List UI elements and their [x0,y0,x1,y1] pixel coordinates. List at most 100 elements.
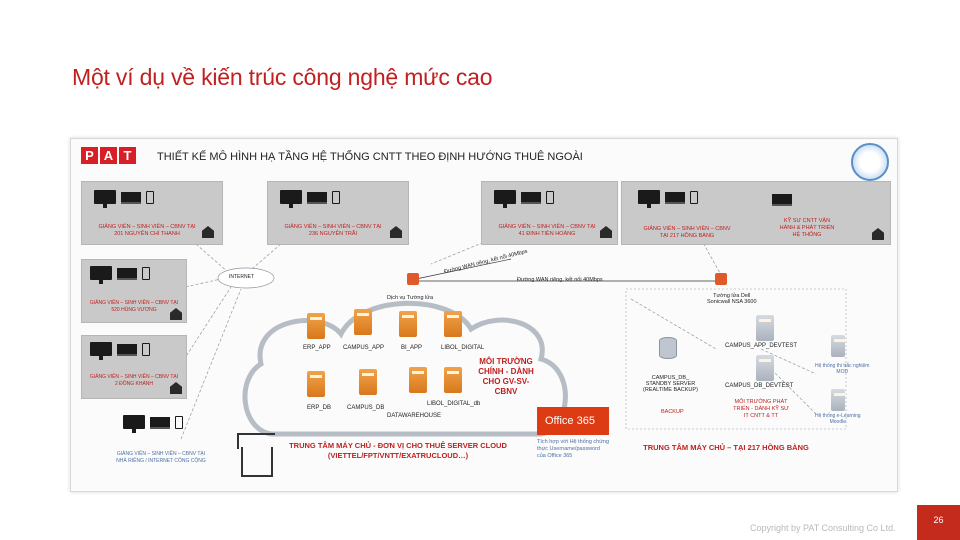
server-icon [444,311,462,337]
server-icon [831,335,846,357]
site-label: GIẢNG VIÊN – SINH VIÊN – CBNV TẠI NHÀ RI… [116,451,206,464]
building-icon [202,226,214,238]
site-panel-dinh-tien-hoang: GIẢNG VIÊN – SINH VIÊN – CBNV TẠI 41 ĐIN… [481,181,618,245]
internet-label: INTERNET [229,274,254,280]
server-icon [756,315,774,341]
site-panel-hong-bang: GIẢNG VIÊN – SINH VIÊN – CBNV TẠI 217 HỒ… [621,181,891,245]
device-group [494,190,554,208]
building-icon [390,226,402,238]
site-panel-dong-khanh: GIẢNG VIÊN – SINH VIÊN – CBNV TẠI 2 ĐỒNG… [81,335,187,399]
logo-letter-p: P [81,147,98,164]
database-icon [659,337,677,359]
laptop-icon [117,344,137,356]
phone-icon [546,191,554,204]
server-label: CAMPUS_DB [347,405,385,411]
exam-system-label: Hệ thống thi trắc nghiệm MOD [815,363,870,375]
phone-icon [146,191,154,204]
server-icon [307,371,325,397]
building-icon [872,228,884,240]
desktop-icon [123,415,145,433]
site-label: GIẢNG VIÊN – SINH VIÊN – CBNV TẠI 41 ĐIN… [498,224,596,237]
cloud-caption: TRUNG TÂM MÁY CHỦ - ĐƠN VỊ CHO THUÊ SERV… [289,441,507,460]
laptop-icon [150,417,170,429]
backup-label: BACKUP [661,409,684,415]
dev-environment-label: MÔI TRƯỜNG PHÁT TRIỂN - DÀNH KỸ SƯ IT CN… [733,399,789,419]
it-staff-label: KỸ SƯ CNTT VẬN HÀNH & PHÁT TRIỂN HỆ THỐN… [779,218,835,238]
phone-icon [142,343,150,356]
device-group [90,342,150,360]
campus-db-devtest-label: CAMPUS_DB_DEVTEST [725,383,794,389]
site-label: GIẢNG VIÊN – SINH VIÊN – CBNV TẠI 201 NG… [98,224,196,237]
site-panel-hung-vuong: GIẢNG VIÊN – SINH VIÊN – CBNV TẠI 520 HÙ… [81,259,187,323]
wan-label-2: Đường WAN riêng, kết nối 40Mbps [517,277,603,283]
phone-icon [690,191,698,204]
server-label: LIBOL_DIGITAL_db [427,401,481,407]
building-icon [170,382,182,394]
server-icon [307,313,325,339]
office-integration-note: Tích hợp với Hệ thống chứng thực Usernam… [537,439,610,459]
phone-icon [142,267,150,280]
device-group [90,266,150,284]
server-icon [409,367,427,393]
device-group [638,190,698,208]
elearning-label: Hệ thống e-Learning Moodle [815,413,861,425]
right-datacenter-caption: TRUNG TÂM MÁY CHỦ – TẠI 217 HỒNG BÀNG [643,443,809,452]
device-group [94,190,154,208]
site-home-internet: GIẢNG VIÊN – SINH VIÊN – CBNV TẠI NHÀ RI… [81,407,275,477]
laptop-icon [307,192,327,204]
firewall-label: Dịch vụ Tường lửa [387,295,434,301]
pat-logo: P A T [81,147,138,164]
building-icon [170,308,182,320]
campus-app-devtest-label: CAMPUS_APP_DEVTEST [725,343,798,349]
copyright-footer: Copyright by PAT Consulting Co Ltd. [750,523,896,533]
right-firewall-label: Tường lửa Dell Sonicwall NSA 3600 [707,293,757,305]
home-icon [237,433,275,477]
office-365-label: Office 365 [545,415,595,427]
laptop-icon [772,194,792,206]
site-label: GIẢNG VIÊN – SINH VIÊN – CBNV TẠI 217 HỒ… [643,226,731,239]
device-group [280,190,340,208]
server-label: ERP_APP [303,345,331,351]
diagram-title: THIẾT KẾ MÔ HÌNH HẠ TẦNG HỆ THỐNG CNTT T… [157,151,583,163]
building-icon [600,226,612,238]
laptop-icon [117,268,137,280]
phone-icon [175,416,183,429]
laptop-icon [121,192,141,204]
server-icon [359,369,377,395]
server-label: BI_APP [401,345,423,351]
desktop-icon [494,190,516,208]
site-label: GIẢNG VIÊN – SINH VIÊN – CBNV TẠI 520 HÙ… [89,300,179,313]
site-panel-nguyen-trai: GIẢNG VIÊN – SINH VIÊN – CBNV TẠI 236 NG… [267,181,409,245]
site-label: GIẢNG VIÊN – SINH VIÊN – CBNV TẠI 2 ĐỒNG… [89,374,179,387]
desktop-icon [90,342,112,360]
server-icon [399,311,417,337]
campus-db-standby-label: CAMPUS_DB_ STANDBY SERVER (REALTIME BACK… [643,375,698,393]
logo-letter-a: A [100,147,117,164]
server-icon [831,389,846,411]
page-number: 26 [917,505,960,540]
staff-device-group [772,194,792,206]
server-label: LIBOL_DIGITAL [441,345,485,351]
architecture-diagram: P A T THIẾT KẾ MÔ HÌNH HẠ TẦNG HỆ THỐNG … [70,138,898,492]
desktop-icon [280,190,302,208]
server-icon [444,367,462,393]
server-icon [354,309,372,335]
server-label: DATAWAREHOUSE [387,413,442,419]
cloud-environment-label: MÔI TRƯỜNG CHÍNH - DÀNH CHO GV-SV- CBNV [478,357,534,396]
desktop-icon [638,190,660,208]
firewall-icon [407,273,419,285]
server-icon [756,355,774,381]
site-label: GIẢNG VIÊN – SINH VIÊN – CBNV TẠI 236 NG… [284,224,382,237]
university-seal-icon [851,143,889,181]
right-firewall-icon [715,273,727,285]
server-label: CAMPUS_APP [343,345,385,351]
site-panel-nguyen-chi-thanh: GIẢNG VIÊN – SINH VIÊN – CBNV TẠI 201 NG… [81,181,223,245]
desktop-icon [90,266,112,284]
laptop-icon [665,192,685,204]
laptop-icon [521,192,541,204]
device-group [123,415,183,433]
slide-title: Một ví dụ về kiến trúc công nghệ mức cao [72,64,493,90]
desktop-icon [94,190,116,208]
server-label: ERP_DB [307,405,332,411]
office-365-badge: Office 365 [537,407,609,435]
